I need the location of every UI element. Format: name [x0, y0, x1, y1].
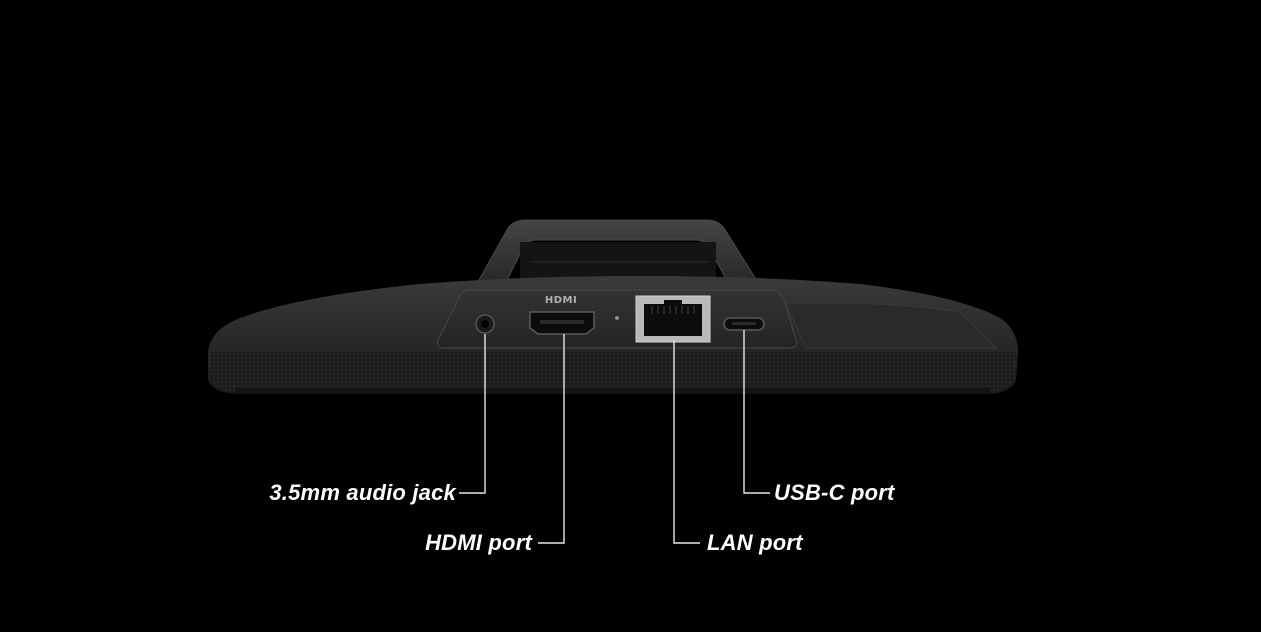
callout-line-lan: [673, 340, 700, 544]
callout-audio-jack: 3.5mm audio jack: [269, 480, 456, 505]
side-panel: [785, 302, 998, 349]
callout-line-hdmi: [538, 334, 565, 544]
status-led: [615, 316, 619, 320]
callout-usbc-port: USB-C port: [774, 480, 895, 505]
callout-hdmi-port: HDMI port: [425, 530, 532, 555]
hdmi-logo: HDMI: [545, 295, 577, 306]
callout-line-audio: [459, 334, 486, 494]
callout-lan-port: LAN port: [707, 530, 803, 555]
speaker-grille: [210, 352, 1016, 391]
callout-line-usbc: [743, 330, 770, 494]
